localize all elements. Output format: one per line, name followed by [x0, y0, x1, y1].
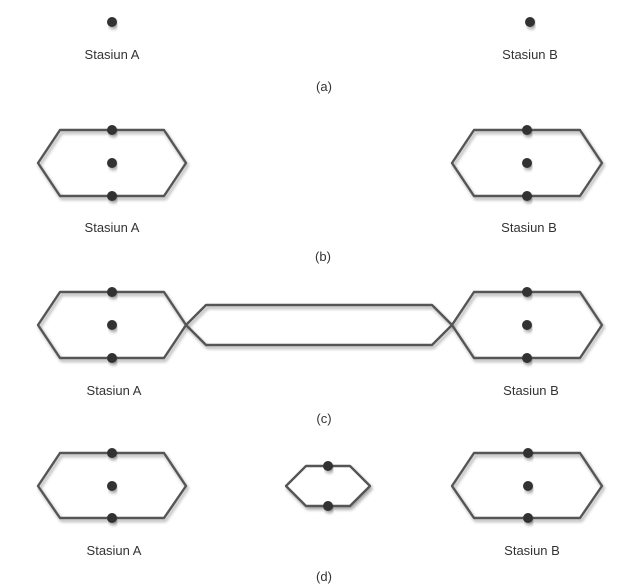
station-a-dot	[107, 287, 117, 297]
station-b-dot	[525, 17, 535, 27]
station-a-dot	[107, 320, 117, 330]
station-b-yard	[450, 290, 604, 360]
station-a-dot	[107, 125, 117, 135]
station-b-dot	[523, 481, 533, 491]
station-a-dot	[107, 513, 117, 523]
station-b-label: Stasiun B	[504, 543, 560, 558]
panel-caption: (c)	[316, 411, 331, 426]
station-b-dot	[522, 191, 532, 201]
panel-caption: (a)	[316, 79, 332, 94]
station-a-dot	[107, 448, 117, 458]
loop-station-dot	[323, 501, 333, 511]
passing-loop	[284, 464, 372, 508]
panel-caption: (d)	[316, 569, 332, 584]
station-b-label: Stasiun B	[501, 220, 557, 235]
panel-c: Stasiun A Stasiun B (c)	[10, 287, 610, 426]
station-b-label: Stasiun B	[502, 47, 558, 62]
station-a-dot	[107, 17, 117, 27]
station-a-label: Stasiun A	[85, 220, 140, 235]
double-track-section	[184, 303, 454, 347]
station-b-dot	[523, 448, 533, 458]
station-a-label: Stasiun A	[87, 383, 142, 398]
station-a-dot	[107, 481, 117, 491]
station-a-yard	[36, 128, 188, 198]
station-a-dot	[107, 158, 117, 168]
station-a-label: Stasiun A	[87, 543, 142, 558]
station-b-dot	[522, 125, 532, 135]
station-b-dot	[522, 158, 532, 168]
loop-station-dot	[323, 461, 333, 471]
station-b-dot	[522, 353, 532, 363]
panel-b: Stasiun A Stasiun B (b)	[10, 125, 610, 264]
panel-a: Stasiun A Stasiun B (a)	[10, 17, 610, 94]
station-a-dot	[107, 191, 117, 201]
station-a-yard	[36, 451, 188, 520]
panel-d: Stasiun A Stasiun B (d)	[10, 448, 610, 584]
station-b-dot	[523, 513, 533, 523]
station-b-dot	[522, 287, 532, 297]
station-b-yard	[450, 128, 604, 198]
station-b-dot	[522, 320, 532, 330]
station-b-yard	[450, 451, 604, 520]
station-a-label: Stasiun A	[85, 47, 140, 62]
station-b-label: Stasiun B	[503, 383, 559, 398]
panel-caption: (b)	[315, 249, 331, 264]
station-a-dot	[107, 353, 117, 363]
